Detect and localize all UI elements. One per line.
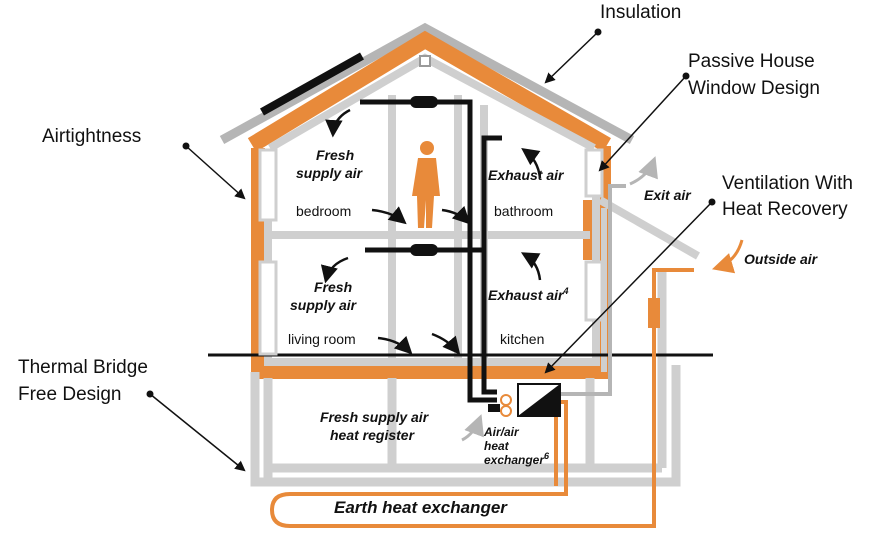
heat-register-line1: Fresh supply air xyxy=(320,409,430,425)
heat-exchanger-icon xyxy=(488,383,561,417)
heat-exchanger-label-line1: Air/air xyxy=(483,425,520,439)
window-left-upper xyxy=(258,148,278,222)
fresh-supply-upper-line2: supply air xyxy=(296,165,364,181)
passive-window-label-line1: Passive House xyxy=(688,51,815,72)
passive-window-label-line2: Window Design xyxy=(688,78,820,99)
annex-roof xyxy=(598,196,700,372)
airtightness-label: Airtightness xyxy=(42,126,141,147)
exit-air-label: Exit air xyxy=(644,187,692,203)
person-icon xyxy=(412,141,440,228)
outside-air-filter xyxy=(648,298,660,328)
thermal-bridge-label-line2: Free Design xyxy=(18,384,122,405)
fresh-supply-lower-line1: Fresh xyxy=(314,279,352,295)
fresh-supply-lower-line2: supply air xyxy=(290,297,358,313)
heat-exchanger-text: exchanger xyxy=(484,453,545,467)
window-left-lower xyxy=(258,260,278,356)
room-label-living-room: living room xyxy=(288,331,356,347)
exit-air-duct xyxy=(560,156,658,396)
earth-heat-exchanger-label: Earth heat exchanger xyxy=(334,498,508,517)
outside-air-label: Outside air xyxy=(744,251,819,267)
roof-vent xyxy=(419,55,431,67)
heat-exchanger-footnote: 6 xyxy=(544,451,550,461)
insulation-label: Insulation xyxy=(600,2,681,23)
outside-air-arrow xyxy=(711,239,744,274)
ventilation-label-line2: Heat Recovery xyxy=(722,199,848,220)
heat-register-line2: heat register xyxy=(330,427,416,443)
callout-dots xyxy=(146,28,716,398)
fresh-supply-upper-line1: Fresh xyxy=(316,147,354,163)
solar-panel-icon xyxy=(260,52,364,116)
exhaust-lower-text: Exhaust air xyxy=(488,287,565,303)
heat-exchanger-label-line3: exchanger6 xyxy=(484,451,550,467)
window-right-lower xyxy=(584,260,604,322)
exhaust-lower-label: Exhaust air4 xyxy=(488,286,569,303)
heat-register-arrow xyxy=(461,414,484,442)
room-label-kitchen: kitchen xyxy=(500,331,544,347)
room-label-bathroom: bathroom xyxy=(494,203,553,219)
airflow-arrows xyxy=(320,108,542,355)
ventilation-label-line1: Ventilation With xyxy=(722,173,853,194)
roof-overhang xyxy=(219,22,635,144)
room-label-bedroom: bedroom xyxy=(296,203,351,219)
heat-exchanger-label-line2: heat xyxy=(484,439,510,453)
callout-leaders xyxy=(149,31,713,472)
window-right-upper xyxy=(584,148,604,198)
thermal-bridge-label-line1: Thermal Bridge xyxy=(18,357,148,378)
exhaust-upper-label: Exhaust air xyxy=(488,167,565,183)
duct-dampers xyxy=(410,96,438,256)
exhaust-lower-footnote: 4 xyxy=(562,286,568,296)
